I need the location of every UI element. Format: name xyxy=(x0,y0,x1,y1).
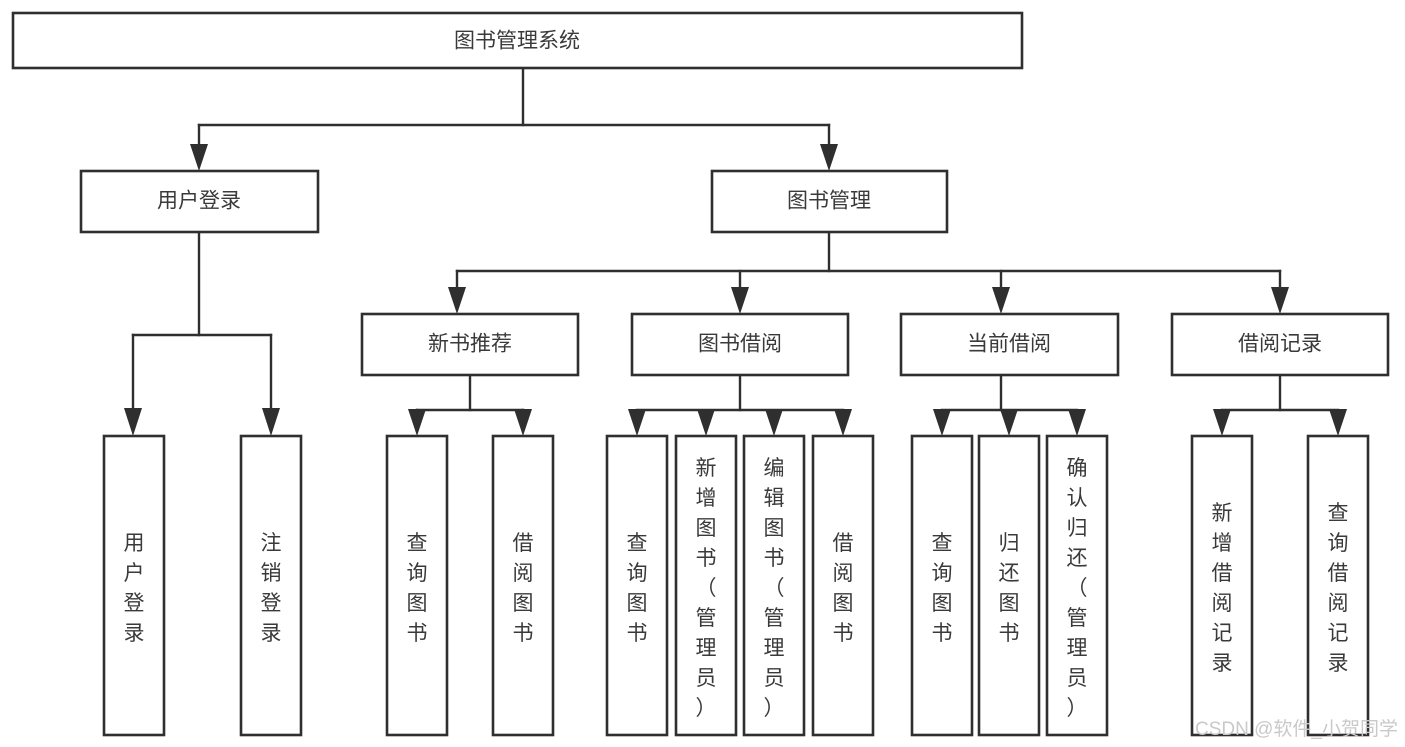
leaf-cb-query-book-box[interactable] xyxy=(910,434,974,737)
connectors-user-login-to-leaves xyxy=(124,230,280,436)
leaf-node[interactable]: 查询借阅记录 xyxy=(1306,434,1370,737)
node-book-manage-box[interactable] xyxy=(710,169,949,234)
node-book-borrow-box[interactable] xyxy=(630,312,850,377)
arrowhead-cb-return-book xyxy=(1000,409,1018,436)
node-current-borrow-label: 当前借阅 xyxy=(967,333,1051,356)
connectors-borrow-record-to-leaves xyxy=(1213,373,1347,436)
leaf-node[interactable]: 新增借阅记录 xyxy=(1190,434,1254,737)
connectors-new-book-to-leaves xyxy=(408,373,532,436)
leaf-node[interactable]: 用户登录 xyxy=(102,434,166,737)
node-book-manage-label: 图书管理 xyxy=(787,190,871,213)
leaf-bb-query-book-box[interactable] xyxy=(605,434,669,737)
leaf-bb-edit-book-box[interactable] xyxy=(742,434,806,737)
node-current-borrow[interactable]: 当前借阅 xyxy=(899,312,1120,377)
node-book-manage[interactable]: 图书管理 xyxy=(710,169,949,234)
leaf-cb-return-book-label: 归还图书 xyxy=(999,532,1020,645)
leaf-cb-query-book-label: 查询图书 xyxy=(932,532,953,645)
leaf-node[interactable]: 注销登录 xyxy=(239,434,303,737)
arrowhead-cb-confirm-return xyxy=(1068,409,1086,436)
arrowhead-bb-add-book xyxy=(697,409,715,436)
node-current-borrow-box[interactable] xyxy=(899,312,1120,377)
leaf-cb-confirm-return-label: 确认归还（管理员） xyxy=(1067,457,1088,720)
leaf-br-query-record-box[interactable] xyxy=(1306,434,1370,737)
leaf-node[interactable]: 借阅图书 xyxy=(811,434,875,737)
arrowhead-nb-borrow-book xyxy=(514,409,532,436)
leaf-bb-borrow-book-label: 借阅图书 xyxy=(833,532,854,645)
leaf-br-add-record-box[interactable] xyxy=(1190,434,1254,737)
leaf-node[interactable]: 查询图书 xyxy=(910,434,974,737)
leaf-nb-query-book-box[interactable] xyxy=(385,434,449,737)
arrowhead-book-borrow xyxy=(731,287,749,314)
node-book-borrow-label: 图书借阅 xyxy=(698,333,782,356)
leaf-bb-edit-book-label: 编辑图书（管理员） xyxy=(764,457,785,720)
arrowhead-nb-query-book xyxy=(408,409,426,436)
arrowhead-user-login xyxy=(190,144,208,171)
leaf-node[interactable]: 归还图书 xyxy=(977,434,1041,737)
node-root-system-box[interactable] xyxy=(11,11,1024,70)
node-user-login-box[interactable] xyxy=(79,169,320,234)
leaf-br-add-record-label: 新增借阅记录 xyxy=(1212,502,1233,675)
arrowhead-new-book xyxy=(448,287,466,314)
node-book-borrow[interactable]: 图书借阅 xyxy=(630,312,850,377)
arrowhead-cb-query-book xyxy=(933,409,951,436)
node-new-book-recommend-label: 新书推荐 xyxy=(428,333,512,356)
connectors-current-borrow-to-leaves xyxy=(933,373,1086,436)
node-root-system-label: 图书管理系统 xyxy=(454,30,580,53)
arrowhead-leaf-user-login xyxy=(124,408,142,436)
node-user-login[interactable]: 用户登录 xyxy=(79,169,320,234)
arrowhead-book-manage xyxy=(820,144,838,171)
arrowhead-br-query-record xyxy=(1329,409,1347,436)
arrowhead-leaf-logout xyxy=(262,408,280,436)
node-new-book-recommend[interactable]: 新书推荐 xyxy=(360,312,580,377)
node-new-book-recommend-box[interactable] xyxy=(360,312,580,377)
connectors-book-manage-to-level3 xyxy=(448,230,1289,314)
node-borrow-record-box[interactable] xyxy=(1170,312,1390,377)
arrowhead-current-borrow xyxy=(992,287,1010,314)
leaf-node[interactable]: 查询图书 xyxy=(605,434,669,737)
leaf-node[interactable]: 新增图书（管理员） xyxy=(674,434,738,737)
csdn-watermark: CSDN @软件_小贺同学 xyxy=(1195,718,1398,740)
leaf-cb-return-book-box[interactable] xyxy=(977,434,1041,737)
connectors-book-borrow-to-leaves xyxy=(628,373,852,436)
leaf-user-login-label: 用户登录 xyxy=(124,532,145,645)
leaf-bb-query-book-label: 查询图书 xyxy=(627,532,648,645)
leaf-bb-add-book-box[interactable] xyxy=(674,434,738,737)
leaf-node[interactable]: 编辑图书（管理员） xyxy=(742,434,806,737)
arrowhead-bb-query-book xyxy=(628,409,646,436)
leaf-nb-borrow-book-label: 借阅图书 xyxy=(513,532,534,645)
leaf-br-query-record-label: 查询借阅记录 xyxy=(1328,502,1349,675)
node-user-login-label: 用户登录 xyxy=(157,190,241,213)
leaf-bb-add-book-label: 新增图书（管理员） xyxy=(696,457,717,720)
leaf-bb-borrow-book-box[interactable] xyxy=(811,434,875,737)
leaf-nb-query-book-label: 查询图书 xyxy=(407,532,428,645)
node-root-system[interactable]: 图书管理系统 xyxy=(11,11,1024,70)
leaf-logout-label: 注销登录 xyxy=(261,532,282,645)
connectors-root-to-level2 xyxy=(190,66,838,171)
node-borrow-record-label: 借阅记录 xyxy=(1238,333,1322,356)
leaf-user-login-box[interactable] xyxy=(102,434,166,737)
leaf-node[interactable]: 查询图书 xyxy=(385,434,449,737)
arrowhead-borrow-record xyxy=(1271,287,1289,314)
arrowhead-bb-borrow-book xyxy=(834,409,852,436)
leaf-logout-box[interactable] xyxy=(239,434,303,737)
leaf-nb-borrow-book-box[interactable] xyxy=(491,434,555,737)
arrowhead-br-add-record xyxy=(1213,409,1231,436)
leaf-node[interactable]: 借阅图书 xyxy=(491,434,555,737)
leaf-cb-confirm-return-box[interactable] xyxy=(1045,434,1109,737)
leaf-node[interactable]: 确认归还（管理员） xyxy=(1045,434,1109,737)
arrowhead-bb-edit-book xyxy=(765,409,783,436)
node-borrow-record[interactable]: 借阅记录 xyxy=(1170,312,1390,377)
